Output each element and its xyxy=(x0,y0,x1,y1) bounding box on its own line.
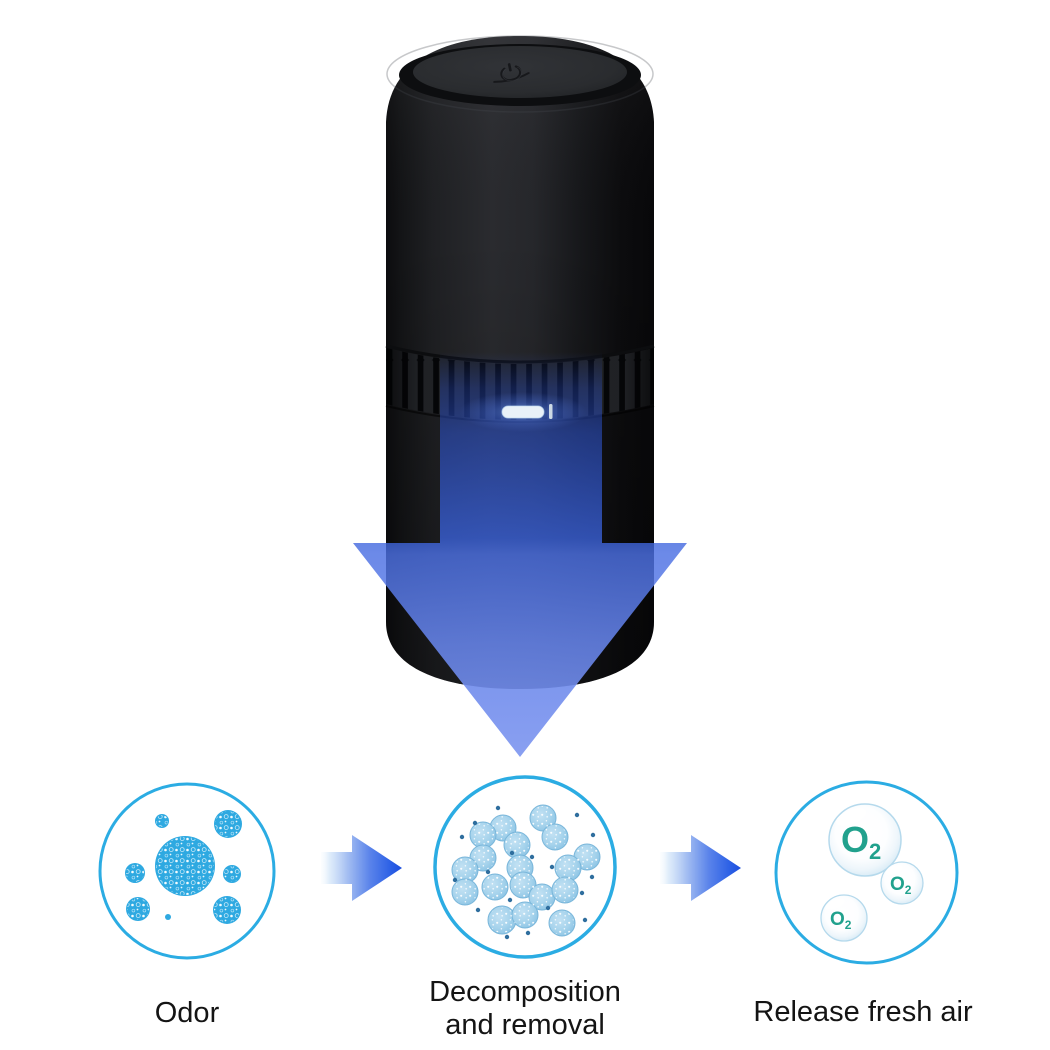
step-circle-outline xyxy=(774,780,959,965)
o2-label: O2 xyxy=(841,819,881,864)
o2-label: O2 xyxy=(890,874,912,897)
o2-bubble-large: O2 xyxy=(828,803,902,877)
device-top-cap xyxy=(386,35,654,113)
step-circle-outline xyxy=(433,775,617,959)
o2-bubble-small: O2 xyxy=(820,894,868,942)
o2-label: O2 xyxy=(830,909,852,932)
step-label-release-fresh-air: Release fresh air xyxy=(753,996,973,1028)
air-purifier-product-photo xyxy=(353,35,687,757)
airflow-down-arrow-icon xyxy=(353,352,687,757)
flow-arrow-icon xyxy=(660,835,741,901)
o2-bubbles-icon: O2 O2 O2 xyxy=(774,780,959,965)
particle-dots xyxy=(452,805,596,940)
flow-arrow-icon xyxy=(321,835,402,901)
step-label-line1: Decomposition xyxy=(429,976,621,1008)
step-circle-outline xyxy=(98,782,276,960)
step-label-odor: Odor xyxy=(154,997,220,1029)
decomposition-bubbles-icon xyxy=(433,775,617,959)
power-icon xyxy=(493,63,530,83)
o2-bubble-medium: O2 xyxy=(880,861,924,905)
step-label-line2: and removal xyxy=(445,1009,605,1041)
odor-particles-icon xyxy=(98,782,276,960)
odor-blob-texture xyxy=(126,811,241,923)
step-label-decomposition: Decomposition and removal xyxy=(365,976,685,1042)
indicator-light xyxy=(459,392,587,432)
decomposition-bubble-texture xyxy=(453,806,599,935)
